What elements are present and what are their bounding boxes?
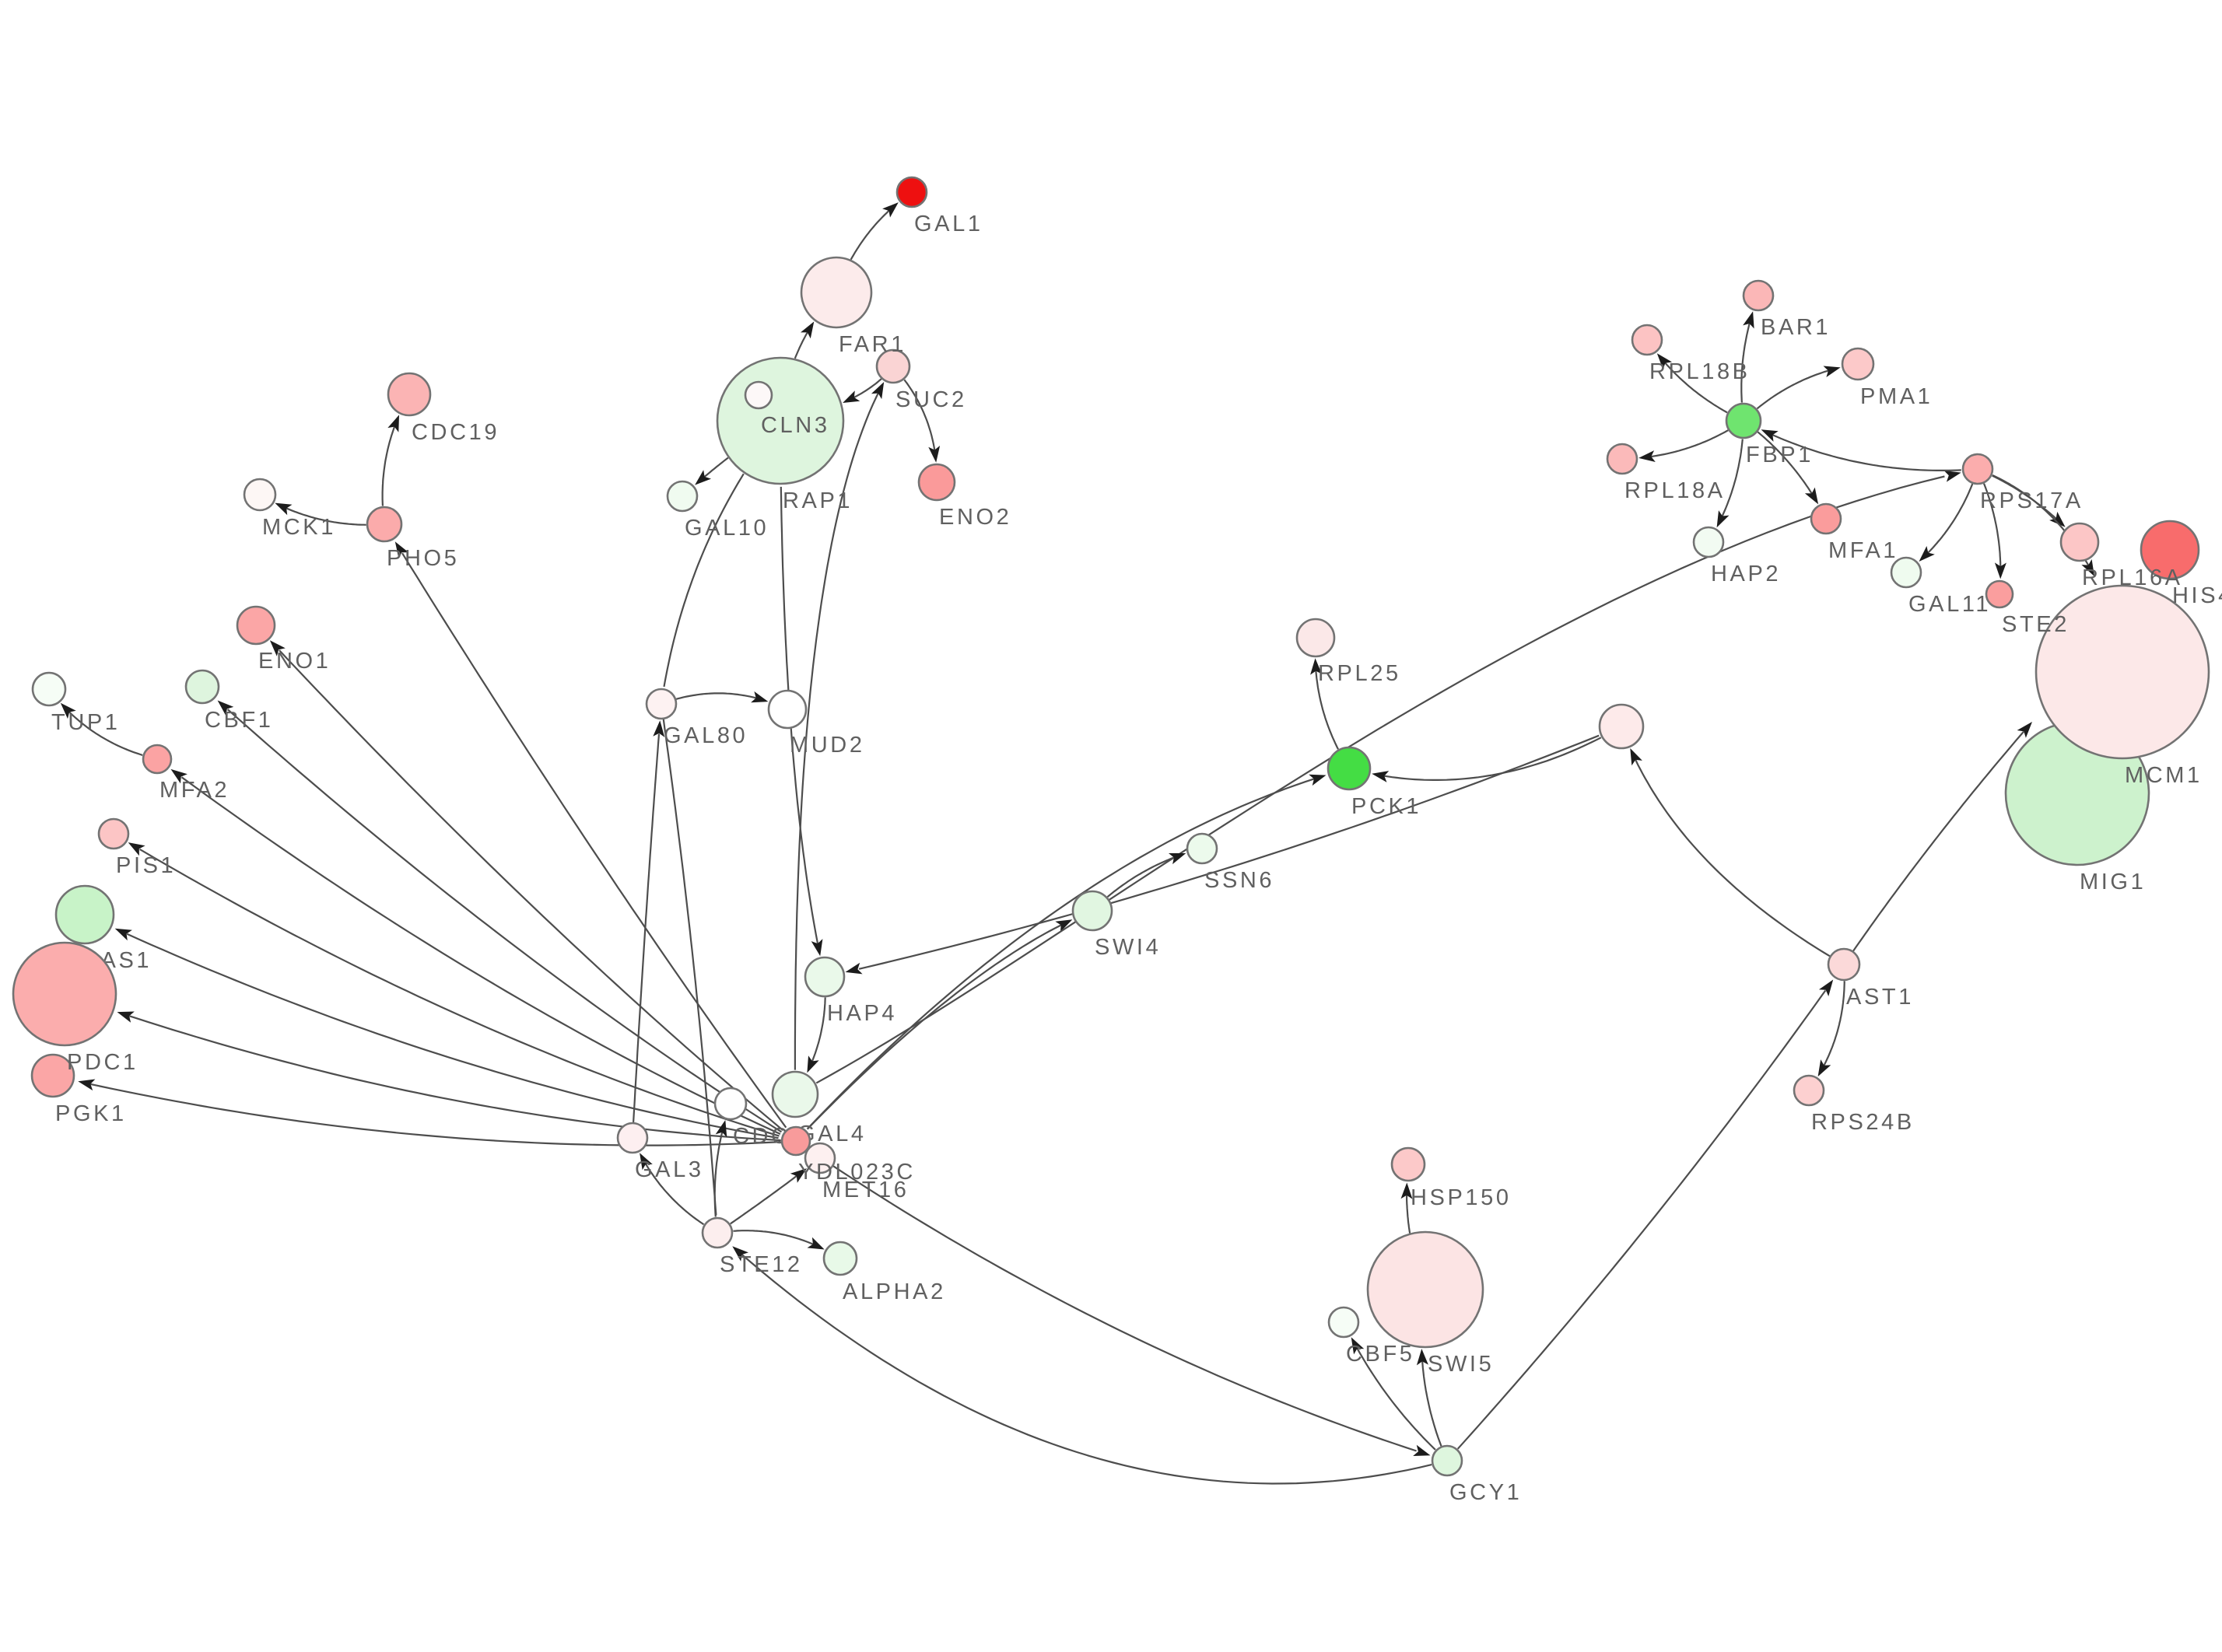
svg-text:ENO1: ENO1 bbox=[258, 649, 331, 674]
svg-text:MCM1: MCM1 bbox=[2125, 763, 2203, 788]
svg-text:CBF1: CBF1 bbox=[205, 708, 274, 733]
svg-text:GAL10: GAL10 bbox=[685, 516, 769, 541]
svg-text:MFA2: MFA2 bbox=[159, 778, 230, 803]
svg-text:CLN3: CLN3 bbox=[761, 413, 830, 438]
svg-text:PMA1: PMA1 bbox=[1860, 384, 1933, 409]
svg-text:GAL3: GAL3 bbox=[635, 1157, 704, 1182]
svg-text:FBP1: FBP1 bbox=[1746, 443, 1814, 467]
svg-text:RPS24B: RPS24B bbox=[1811, 1110, 1915, 1135]
svg-text:ENO2: ENO2 bbox=[939, 505, 1011, 530]
svg-text:MIG1: MIG1 bbox=[2080, 870, 2146, 894]
svg-text:RPL18B: RPL18B bbox=[1649, 359, 1751, 384]
svg-text:BAR1: BAR1 bbox=[1761, 315, 1831, 340]
svg-text:GCY1: GCY1 bbox=[1449, 1480, 1522, 1505]
svg-text:PHO5: PHO5 bbox=[387, 546, 459, 571]
svg-text:ALPHA2: ALPHA2 bbox=[843, 1279, 946, 1304]
svg-text:PGK1: PGK1 bbox=[55, 1101, 127, 1126]
svg-text:HAP4: HAP4 bbox=[827, 1001, 897, 1026]
svg-text:MET16: MET16 bbox=[822, 1178, 909, 1202]
svg-text:YDL023C: YDL023C bbox=[798, 1160, 916, 1185]
svg-text:PDC1: PDC1 bbox=[67, 1050, 138, 1075]
svg-text:TUP1: TUP1 bbox=[51, 710, 121, 735]
svg-text:SSN6: SSN6 bbox=[1204, 868, 1274, 893]
svg-text:HSP150: HSP150 bbox=[1411, 1185, 1512, 1210]
svg-text:MFA1: MFA1 bbox=[1828, 538, 1898, 563]
svg-text:HAP2: HAP2 bbox=[1711, 562, 1781, 586]
svg-text:SUC2: SUC2 bbox=[895, 387, 967, 412]
svg-text:MUD2: MUD2 bbox=[790, 733, 865, 758]
svg-text:AST1: AST1 bbox=[1846, 985, 1914, 1010]
svg-text:PCK1: PCK1 bbox=[1351, 794, 1421, 819]
svg-text:RPL16A: RPL16A bbox=[2082, 565, 2183, 590]
svg-text:CDC19: CDC19 bbox=[412, 420, 499, 445]
svg-text:GAL1: GAL1 bbox=[914, 212, 983, 236]
svg-text:FAR1: FAR1 bbox=[839, 332, 906, 357]
svg-text:SWI5: SWI5 bbox=[1428, 1352, 1494, 1377]
svg-text:HIS4: HIS4 bbox=[2172, 583, 2222, 608]
svg-text:GAL11: GAL11 bbox=[1908, 592, 1991, 617]
svg-text:STE12: STE12 bbox=[720, 1252, 803, 1277]
svg-text:PIS1: PIS1 bbox=[116, 853, 176, 878]
svg-text:RPL25: RPL25 bbox=[1318, 661, 1401, 686]
svg-text:STE2: STE2 bbox=[2002, 612, 2070, 637]
svg-text:GAL80: GAL80 bbox=[664, 723, 748, 748]
svg-text:MCK1: MCK1 bbox=[262, 515, 336, 540]
svg-text:RAP1: RAP1 bbox=[783, 488, 853, 513]
svg-text:RPL18A: RPL18A bbox=[1624, 478, 1726, 503]
svg-text:CBF5: CBF5 bbox=[1346, 1342, 1415, 1367]
svg-text:SWI4: SWI4 bbox=[1095, 935, 1161, 960]
svg-text:RPS17A: RPS17A bbox=[1980, 488, 2084, 513]
